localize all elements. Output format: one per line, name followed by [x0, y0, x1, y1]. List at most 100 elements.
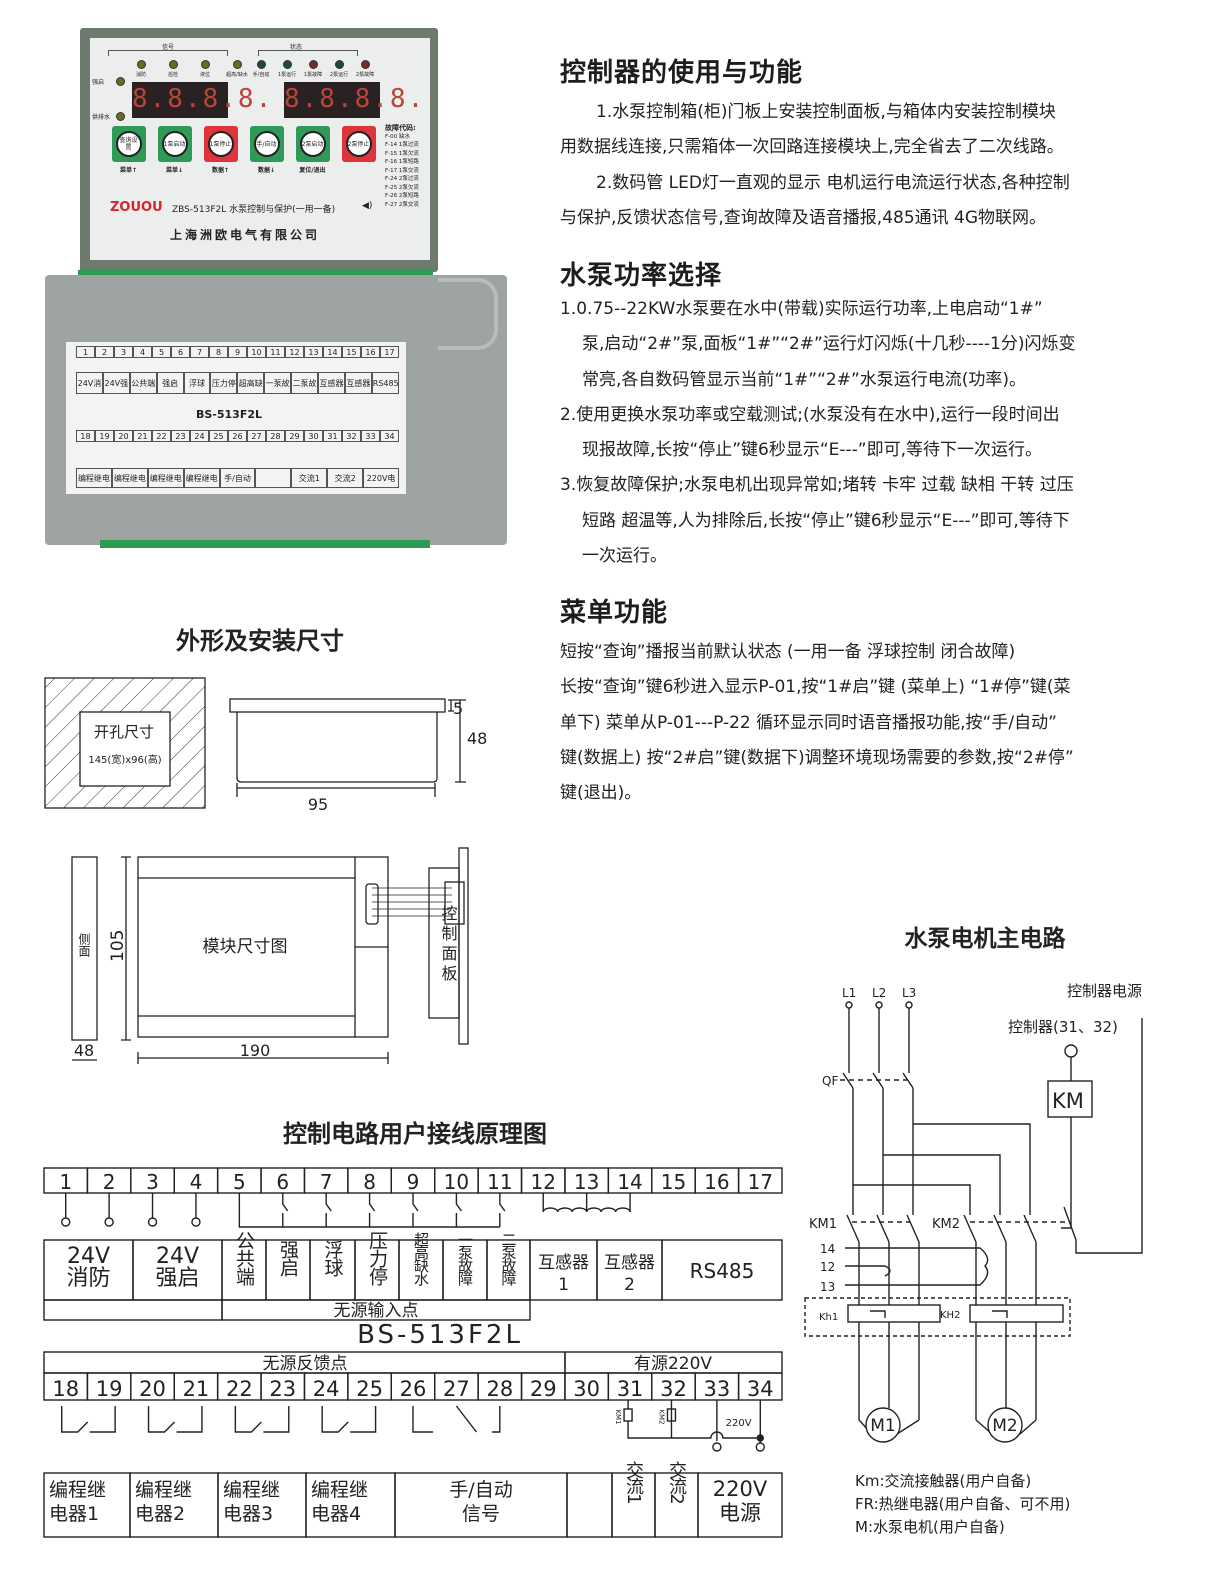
- company-name: 上海洲欧电气有限公司: [170, 228, 321, 242]
- water-supply-led: [116, 112, 125, 121]
- sticker-cell: 13: [304, 346, 323, 358]
- wire: [499, 1193, 506, 1227]
- led-label: 消防: [135, 72, 146, 78]
- status-led: 手/自动: [250, 60, 272, 78]
- panel-button[interactable]: 查询设置: [111, 126, 146, 162]
- panel-button[interactable]: 1泵停止: [203, 126, 238, 162]
- paragraph-line: 现报故障,长按“停止”键6秒显示“E---”即可,等待下一次运行。: [582, 440, 1042, 461]
- wire: [542, 1207, 631, 1213]
- terminal-circle: [191, 1217, 201, 1227]
- panel-button[interactable]: 2泵停止: [341, 126, 376, 162]
- dim-95: 95: [308, 795, 328, 814]
- panel-button[interactable]: 手/自动: [249, 126, 284, 162]
- terminal-number: 33: [704, 1377, 731, 1401]
- terminal-number: 34: [747, 1377, 774, 1401]
- terminal-number: 31: [617, 1377, 644, 1401]
- function-label: 编程继电器3: [223, 1479, 280, 1525]
- function-label: 编程继电器2: [135, 1479, 192, 1525]
- sticker-cell: 9: [228, 346, 247, 358]
- terminal-label: 强启: [277, 1240, 299, 1277]
- terminal-number: 22: [226, 1377, 253, 1401]
- sticker-cell: 1: [76, 346, 95, 358]
- status-led: 1泵故障: [302, 60, 324, 78]
- motor-lines: [858, 1242, 1037, 1420]
- sticker-cell: 交流2: [327, 468, 364, 488]
- section-pump-power: 水泵功率选择 1.0.75--22KW水泵要在水中(带载)实际运行功率,上电启动…: [560, 255, 1075, 574]
- panel-flange: [229, 698, 446, 713]
- dim-48-side: 48: [74, 1041, 94, 1060]
- sticker-cell: 31: [323, 430, 342, 442]
- blank-cell: [43, 1299, 223, 1321]
- terminal-13: 13: [820, 1280, 835, 1294]
- km2-label: KM2: [932, 1217, 960, 1232]
- terminal-number: 20: [139, 1377, 166, 1401]
- wire: [368, 1193, 376, 1227]
- function-label: 编程继电器4: [311, 1479, 368, 1525]
- terminal-number: 4: [190, 1170, 203, 1194]
- side-label: 侧面: [77, 933, 91, 957]
- terminal-number: 10: [444, 1170, 469, 1194]
- side-view: [71, 856, 98, 1041]
- dimension-drawing: 外形及安装尺寸 开孔尺寸 145(宽)x96(高) 5 48 95 侧面 105…: [44, 627, 487, 1064]
- sticker-cell: 18: [76, 430, 95, 442]
- power-wire: [1075, 1018, 1143, 1254]
- kh2-relay: [969, 1304, 1064, 1323]
- panel-button[interactable]: 1泵启动: [157, 126, 192, 162]
- sticker-cell: 19: [95, 430, 114, 442]
- terminal-number: 32: [660, 1377, 687, 1401]
- panel-button[interactable]: 2泵启动: [295, 126, 330, 162]
- wire: [282, 1193, 289, 1227]
- control-panel-label: 控制面板: [439, 905, 458, 985]
- terminal-number: 12: [531, 1170, 556, 1194]
- button-text: 手/自动: [253, 131, 280, 157]
- panel-button-group: 2泵启动复位/退出: [294, 126, 331, 174]
- button-function-label: 数据↑: [211, 167, 230, 174]
- terminal-strip: [100, 540, 430, 548]
- terminal-number: 26: [400, 1377, 427, 1401]
- paragraph-line: 单下) 菜单从P-01---P-22 循环显示同时语音播报功能,按“手/自动”: [560, 712, 1057, 733]
- wire: [325, 1193, 332, 1227]
- button-text: 1泵启动: [161, 131, 188, 157]
- phase-lines: [852, 1088, 914, 1215]
- panel-button-group: 1泵启动菜单↓: [156, 126, 193, 174]
- l2-label: L2: [872, 986, 886, 1000]
- terminal-number: 18: [52, 1377, 79, 1401]
- wire: [321, 1406, 377, 1433]
- sticker-cell: 4: [133, 346, 152, 358]
- voltage-label: 220V: [726, 1418, 752, 1429]
- dim-190: 190: [240, 1041, 271, 1060]
- motor-m2: [987, 1407, 1023, 1443]
- terminal-number: 13: [574, 1170, 599, 1194]
- wire: [61, 1406, 116, 1433]
- terminal-number: 11: [487, 1170, 512, 1194]
- sticker-cell: 7: [190, 346, 209, 358]
- section-title: 水泵功率选择: [560, 261, 723, 291]
- sticker-cell: 编程继电器2: [111, 468, 148, 488]
- function-label-cell: [566, 1472, 613, 1538]
- legend-fr: FR:热继电器(用户自备、可不用): [855, 1495, 1070, 1513]
- button-text: 查询设置: [115, 131, 142, 157]
- sticker-cell: 32: [342, 430, 361, 442]
- input-group-cell: [221, 1299, 531, 1321]
- paragraph-line: 常亮,各自数码管显示当前“1#”“2#”水泵运行电流(功率)。: [582, 369, 1027, 390]
- sticker-cell: 14: [323, 346, 342, 358]
- ribbon-cable: [438, 278, 498, 350]
- led-indicator: [168, 60, 178, 69]
- dim-5: 5: [453, 699, 463, 718]
- sticker-cell: 21: [133, 430, 152, 442]
- sticker-cell: 22: [152, 430, 171, 442]
- paragraph-line: 2.数码管 LED灯一直观的显示 电机运行电流运行状态,各种控制: [596, 172, 1070, 193]
- motor-m1: [865, 1407, 901, 1443]
- ribbon-wires: [372, 887, 452, 917]
- l1-label: L1: [842, 986, 856, 1000]
